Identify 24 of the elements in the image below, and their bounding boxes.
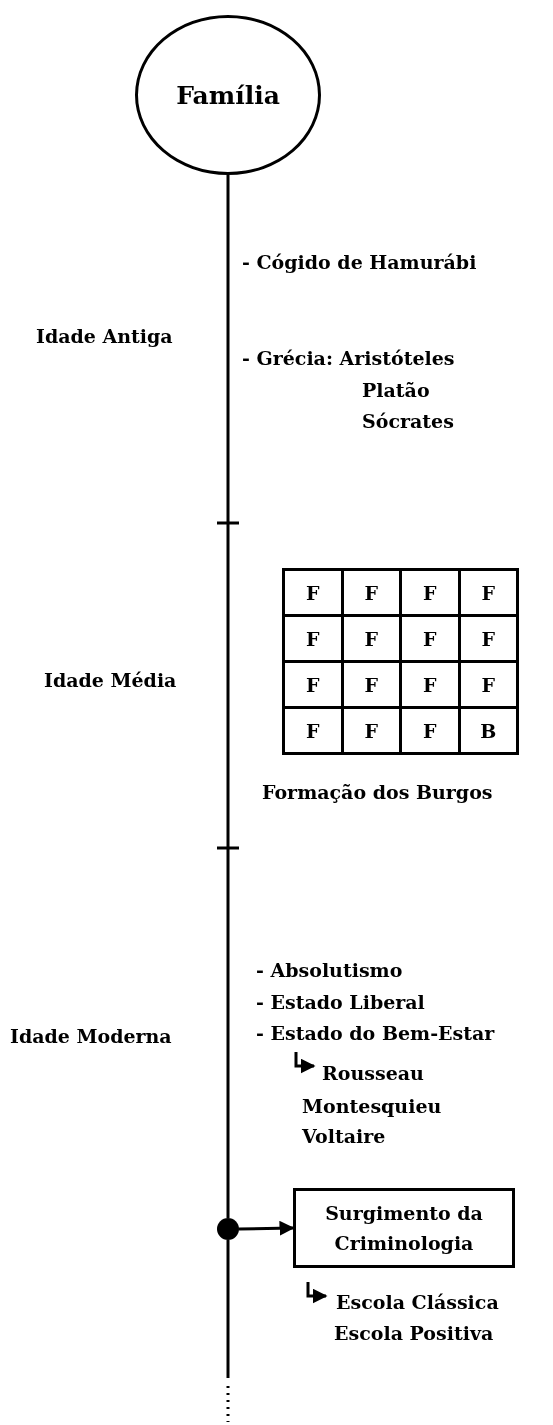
timeline-line <box>226 1240 230 1378</box>
timeline-text: Idade Antiga <box>36 324 173 348</box>
timeline-text: - Estado do Bem-Estar <box>256 1021 495 1045</box>
timeline-text: - Estado Liberal <box>256 990 425 1014</box>
timeline-dot <box>217 1218 239 1240</box>
timeline-text: Idade Moderna <box>10 1024 172 1048</box>
timeline-text: Escola Clássica <box>336 1290 499 1314</box>
timeline-text: Sócrates <box>362 409 454 433</box>
timeline-text: Platão <box>362 378 430 402</box>
process-box: Surgimento da Criminologia <box>293 1188 515 1268</box>
timeline-text: Idade Média <box>44 668 177 692</box>
ellipse-node: Família <box>135 15 321 175</box>
timeline-text: - Absolutismo <box>256 958 403 982</box>
timeline-text: Voltaire <box>302 1124 386 1148</box>
arrow <box>238 1220 295 1236</box>
timeline-line <box>226 175 230 1218</box>
timeline-text: - Cógido de Hamurábi <box>242 250 477 274</box>
timeline-text: Montesquieu <box>302 1094 442 1118</box>
table-cell: F <box>282 706 344 755</box>
table-cell: F <box>282 568 344 617</box>
timeline-text: Rousseau <box>322 1061 424 1085</box>
timeline-text: Formação dos Burgos <box>262 780 493 804</box>
timeline-text: Escola Positiva <box>334 1321 494 1345</box>
timeline-text: - Grécia: Aristóteles <box>242 346 455 370</box>
